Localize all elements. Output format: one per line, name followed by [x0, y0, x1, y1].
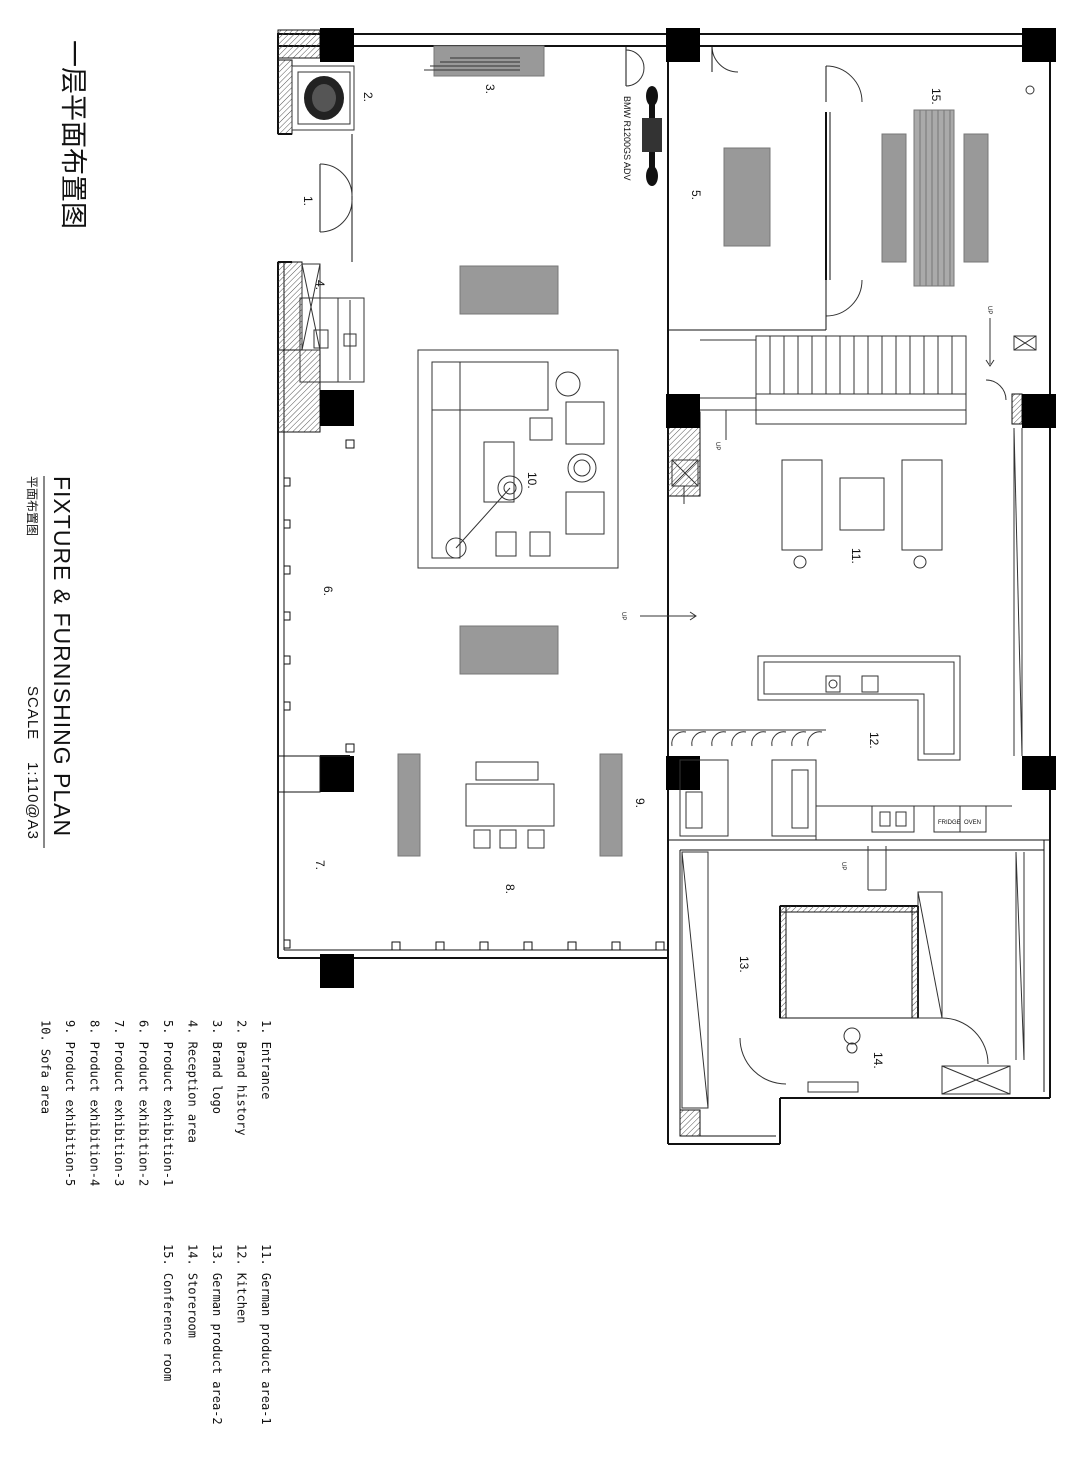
legend-item: 15. Conference room: [161, 1244, 175, 1381]
legend-item: 12. Kitchen: [235, 1244, 249, 1323]
up-label-1: UP: [620, 612, 626, 620]
room-numbers: 1. 2. 3. 4. 5. 6. 7. 8. 9. 10. 11. 12. 1…: [301, 84, 943, 1069]
oven-label: OVEN: [964, 820, 981, 826]
conference-room: [881, 85, 1035, 287]
legend: 1. Entrance 2. Brand history 3. Brand logo…: [39, 1020, 274, 1425]
legend-item: 1. Entrance: [259, 1020, 273, 1099]
legend-item: 7. Product exhibition-3: [112, 1020, 126, 1186]
title-english: FIXTURE & FURNISHING PLAN: [49, 476, 75, 837]
legend-item: 2. Brand history: [235, 1020, 249, 1136]
storeroom: [739, 1017, 1011, 1095]
room-number-3: 3.: [483, 84, 497, 94]
kitchen: FRIDGE OVEN: [668, 655, 1012, 840]
brand-history-display: [291, 65, 355, 131]
entrance-doors: [277, 133, 353, 793]
legend-item: 6. Product exhibition-2: [137, 1020, 151, 1186]
elevator: [671, 459, 699, 504]
room-number-1: 1.: [301, 196, 315, 206]
german-product-area-1: [781, 427, 1023, 757]
exhibition-display-tables: [397, 265, 623, 857]
room-number-12: 12.: [867, 732, 881, 749]
room-number-9: 9.: [633, 798, 647, 808]
room-number-4: 4.: [313, 280, 327, 290]
room-number-2: 2.: [361, 92, 375, 102]
staircase: [700, 318, 1037, 440]
scale-label: SCALE: [24, 686, 41, 740]
scale-value: 1:110@A3: [24, 762, 41, 840]
motorcycle: BMW R1200GS ADV: [622, 86, 662, 186]
room-number-6: 6.: [321, 586, 335, 596]
motorcycle-label: BMW R1200GS ADV: [622, 96, 632, 181]
room-number-13: 13.: [737, 956, 751, 973]
legend-item: 3. Brand logo: [210, 1020, 224, 1114]
up-arrows: UP UP UP UP: [620, 306, 992, 870]
top-doors: [625, 45, 739, 87]
legend-item: 10. Sofa area: [39, 1020, 53, 1114]
exhibition-table-8: [465, 761, 555, 849]
legend-item: 11. German product area-1: [259, 1244, 273, 1425]
room-number-5: 5.: [689, 190, 703, 200]
room-number-8: 8.: [503, 884, 517, 894]
reception-desk: [299, 263, 365, 383]
legend-item: 4. Reception area: [186, 1020, 200, 1143]
window-piers: [283, 439, 665, 951]
product-room-5: [668, 65, 863, 331]
brand-logo-wall: [424, 45, 545, 77]
room-number-11: 11.: [849, 548, 863, 564]
up-label-4: UP: [986, 306, 992, 314]
subtitle-chinese: 平面布置图: [25, 476, 39, 536]
sofa-area: [417, 349, 619, 569]
german-product-area-2: [681, 846, 1025, 1109]
legend-item: 13. German product area-2: [210, 1244, 224, 1425]
up-label-2: UP: [714, 442, 720, 450]
hatched-walls: [277, 29, 1023, 1137]
room-number-15: 15.: [929, 88, 943, 105]
title-chinese: 一层平面布置图: [57, 40, 88, 229]
up-label-3: UP: [840, 862, 846, 870]
legend-item: 5. Product exhibition-1: [161, 1020, 175, 1186]
legend-item: 14. Storeroom: [186, 1244, 200, 1338]
legend-item: 8. Product exhibition-4: [88, 1020, 102, 1186]
room-number-7: 7.: [313, 860, 327, 870]
fridge-label: FRIDGE: [938, 820, 961, 826]
title-block: 一层平面布置图 FIXTURE & FURNISHING PLAN 平面布置图 …: [24, 40, 88, 848]
room-number-14: 14.: [871, 1052, 885, 1069]
legend-item: 9. Product exhibition-5: [63, 1020, 77, 1186]
structural-columns: [320, 28, 1056, 988]
room-number-10: 10.: [525, 472, 539, 489]
